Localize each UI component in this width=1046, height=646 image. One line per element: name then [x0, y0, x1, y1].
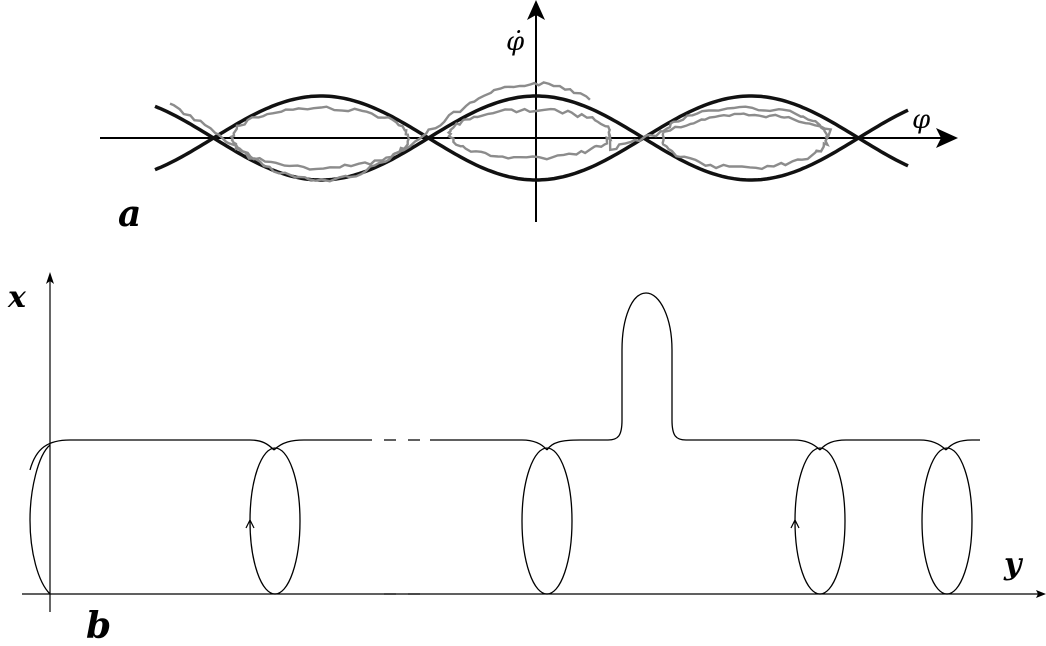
- cylinder-top-line: [29, 439, 275, 471]
- separatrix-lower-curve: [154, 94, 909, 182]
- phi-axis-arrowhead: [936, 128, 958, 148]
- x-axis-label: x: [7, 280, 27, 315]
- direction-arrow-2: [790, 519, 800, 529]
- panel-a-label: a: [118, 193, 141, 235]
- phi-axis-label: φ: [912, 105, 931, 135]
- panel-a: φ φ̇ a: [100, 0, 958, 235]
- phidot-axis-label: φ̇: [506, 27, 525, 57]
- cylinder-left-cap: [29, 444, 51, 595]
- cross-section-ellipse-1: [249, 447, 301, 595]
- x-axis-arrowhead: [46, 272, 54, 284]
- noisy-trajectory-1: [169, 81, 591, 183]
- cylinder-top-line-3: [430, 439, 548, 451]
- cross-section-ellipse-2: [521, 447, 573, 595]
- y-axis-arrowhead: [1036, 590, 1046, 598]
- cylinder-top-line-2: [273, 439, 372, 451]
- panel-b: y x b: [7, 272, 1046, 646]
- cross-section-ellipse-3: [794, 447, 846, 595]
- cross-section-ellipse-4: [921, 447, 973, 595]
- cylinder-top-line-4: [819, 439, 947, 451]
- panel-b-label: b: [86, 605, 111, 646]
- phidot-axis-arrowhead: [527, 0, 545, 20]
- noisy-trajectory-3: [446, 105, 833, 171]
- noisy-trajectory-2: [229, 105, 411, 171]
- direction-arrow-1: [245, 519, 255, 529]
- y-axis-label: y: [1003, 547, 1024, 582]
- surface-bump: [546, 292, 821, 451]
